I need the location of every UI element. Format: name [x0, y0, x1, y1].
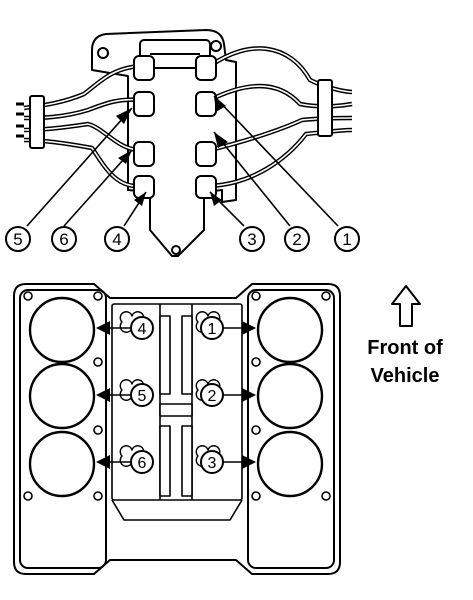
up-arrow-icon — [391, 285, 421, 327]
callout-circle — [200, 383, 224, 407]
callout-circle — [239, 226, 265, 252]
top-leader-lines — [26, 95, 339, 227]
top-callout-label: 5 — [13, 230, 22, 249]
left-bank-cylinder-label: 5 — [138, 388, 147, 405]
left-wire-separator — [29, 95, 45, 149]
bottom-callouts: 4 5 6 1 2 3 — [130, 316, 224, 474]
top-leader-arrowheads — [116, 96, 228, 206]
right-bank-cylinder-label: 3 — [208, 455, 217, 472]
callout-circle — [130, 316, 154, 340]
cylinder-bores-left — [28, 296, 96, 498]
top-callout-label: 3 — [247, 230, 256, 249]
top-callout-label: 4 — [112, 230, 121, 249]
callout-circle — [5, 226, 31, 252]
front-of-vehicle-label: Front of Vehicle — [340, 334, 470, 390]
callout-circle — [284, 226, 310, 252]
cylinder-bores-right — [256, 296, 324, 498]
callout-circle — [200, 450, 224, 474]
left-bank-cylinder-label: 4 — [138, 321, 147, 338]
right-bank-cylinder-label: 1 — [208, 321, 217, 338]
right-bank-cylinder-label: 2 — [208, 388, 217, 405]
bracket-bolt — [97, 47, 109, 59]
left-gasket-plate — [19, 289, 107, 569]
right-wire-separator — [317, 79, 333, 137]
plug-boots-left — [133, 55, 155, 199]
callout-circle — [334, 226, 360, 252]
callout-circle — [200, 316, 224, 340]
left-bank-cylinder-label: 6 — [138, 455, 147, 472]
front-label-line2: Vehicle — [370, 365, 440, 387]
bracket-bolt — [171, 245, 181, 255]
bracket-bolt — [210, 40, 222, 52]
bottom-leader-arrowheads — [96, 321, 256, 469]
callout-circle — [51, 226, 77, 252]
left-wire-ends — [16, 102, 24, 138]
center-bracket — [91, 29, 237, 257]
bottom-view-engine-block — [13, 283, 341, 575]
block-outline — [13, 283, 341, 575]
top-callout-label: 2 — [292, 230, 301, 249]
callout-circle — [104, 226, 130, 252]
top-callout-label: 1 — [342, 230, 351, 249]
top-callout-label: 6 — [59, 230, 68, 249]
top-callouts: 5 6 4 3 2 1 — [5, 226, 360, 252]
right-gasket-plate — [247, 289, 335, 569]
head-bolt-holes — [23, 291, 331, 501]
callout-circle — [130, 383, 154, 407]
callout-circle — [130, 450, 154, 474]
front-label-line1: Front of — [367, 337, 443, 359]
top-view-ignition-assembly — [16, 29, 353, 257]
right-wire-bundle-core — [209, 47, 353, 187]
